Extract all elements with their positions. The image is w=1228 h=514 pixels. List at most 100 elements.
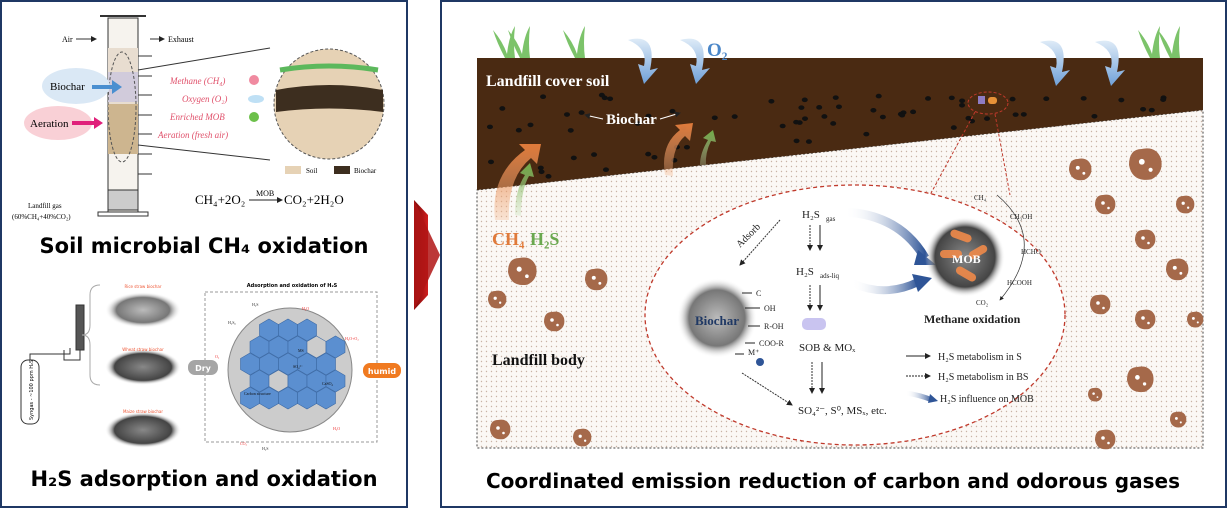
sem-label: Maize straw biochar xyxy=(123,409,163,414)
biochar-soil-label: Biochar xyxy=(606,112,657,128)
rock xyxy=(1095,429,1116,450)
biochar-particle xyxy=(1118,97,1125,103)
left-panel: Air Exhaust Biochar Aeration Landfill ga… xyxy=(0,0,408,508)
legend-mob: Enriched MOB xyxy=(169,112,225,122)
soil-magnifier xyxy=(273,48,385,160)
legend-metabolism-bs: H₂S metabolism in BS xyxy=(938,372,1028,383)
biochar-particle xyxy=(805,139,812,144)
right-panel: O₂ Landfill cover soil Biochar CH₄ H₂S L… xyxy=(440,0,1227,508)
biochar-sem-image xyxy=(677,278,757,358)
biochar-particle xyxy=(487,159,494,165)
biochar-particle xyxy=(1043,96,1050,102)
rock xyxy=(544,311,565,332)
pathway-step: HCHO xyxy=(1021,248,1041,256)
legend-influence-mob: H₂S influence on MOB xyxy=(940,394,1034,405)
cylinder-label: Syngas - ~100 ppm H₂S xyxy=(29,360,35,420)
landfill-gas-label: Landfill gas xyxy=(28,202,62,210)
rock xyxy=(1187,311,1204,328)
biochar-key-label: Biochar xyxy=(354,167,377,175)
rock-pore xyxy=(591,275,596,280)
biochar-particle xyxy=(1148,107,1155,113)
h2s-panel-title: Adsorption and oxidation of H₂S xyxy=(247,283,338,289)
h2s-liq-sub: ads-liq xyxy=(820,272,840,280)
dry-label: Dry xyxy=(195,364,212,373)
species-label: H₂S xyxy=(252,302,259,307)
species-label: H₂O+O₂ xyxy=(345,336,359,341)
rock-pore xyxy=(1075,165,1080,170)
grass-icon xyxy=(1158,26,1180,58)
legend-oxygen: Oxygen (O₂) xyxy=(182,94,227,104)
biochar-particle xyxy=(802,116,809,121)
legend-aeration: Aeration (fresh air) xyxy=(157,130,228,140)
biochar-particle xyxy=(591,152,598,157)
h2s-gas-sub: gas xyxy=(826,215,836,223)
biochar-particle xyxy=(527,122,534,128)
equation-right: CO₂+2H₂O xyxy=(284,192,344,207)
biochar-particle xyxy=(545,174,552,179)
rock-pore xyxy=(556,323,559,327)
functional-group: R-OH xyxy=(764,322,784,331)
sob-mox-label: SOB & MOₓ xyxy=(799,342,856,354)
carbon-hexagon xyxy=(325,369,346,393)
title-soil-ch4-oxidation: Soil microbial CH₄ oxidation xyxy=(40,234,369,258)
column-legend: Methane (CH₄) Oxygen (O₂) Enriched MOB A… xyxy=(157,75,264,140)
functional-group: OH xyxy=(764,304,776,313)
biochar-particle xyxy=(1140,106,1147,112)
rock-pore xyxy=(1186,206,1190,209)
species-label: H₂O xyxy=(333,426,340,431)
rock xyxy=(1176,195,1195,214)
grass-icon xyxy=(563,26,585,58)
rock xyxy=(1135,309,1156,330)
biochar-particle xyxy=(567,128,574,133)
rock-pore xyxy=(1092,392,1095,395)
biochar-particle xyxy=(540,94,547,100)
rock-pore xyxy=(498,301,502,304)
biochar-particle xyxy=(899,112,906,118)
exhaust-label: Exhaust xyxy=(168,35,195,44)
rock-pore xyxy=(578,434,582,438)
species-label: CO₂ xyxy=(240,441,248,446)
biochar-label: Biochar xyxy=(50,81,85,93)
rock-pore xyxy=(502,431,505,435)
mob-sem-image xyxy=(925,217,1005,297)
biochar-particle xyxy=(645,113,652,119)
biochar-particle xyxy=(578,110,585,115)
rock-pore xyxy=(1141,236,1145,240)
species-label: MS xyxy=(298,348,304,353)
humid-label: humid xyxy=(368,367,396,376)
rock-pore xyxy=(496,426,500,430)
rock-pore xyxy=(1148,167,1153,172)
biochar-particle xyxy=(830,121,837,126)
biochar-particle xyxy=(879,114,886,120)
species-label: O₂ xyxy=(215,354,220,359)
rock-pore xyxy=(583,439,587,442)
rock-pore xyxy=(1142,382,1147,386)
rock xyxy=(1127,366,1154,393)
pathway-step: CH₄ xyxy=(974,194,987,202)
biochar-particle xyxy=(768,98,775,104)
biochar-particle xyxy=(1012,112,1019,117)
biochar-particle xyxy=(1091,113,1098,119)
biochar-particle xyxy=(634,121,641,126)
h2s-metabolism-detail: H₂S gas H₂S ads-liq SOB & MOₓ SO₄²⁻, S⁰,… xyxy=(677,194,1041,417)
biochar-arrow xyxy=(92,80,122,94)
rock-pore xyxy=(1107,206,1110,210)
biochar-particle xyxy=(651,154,658,160)
biochar-particle xyxy=(538,169,545,175)
emission-arrows xyxy=(494,123,716,220)
rock xyxy=(585,268,608,291)
biochar-particle xyxy=(711,115,718,121)
pathway-step: CH₃OH xyxy=(1010,213,1032,221)
rock xyxy=(1129,148,1162,180)
rock-pore xyxy=(1082,171,1086,175)
title-coordinated-reduction: Coordinated emission reduction of carbon… xyxy=(486,469,1180,493)
biochar-particle xyxy=(793,138,800,144)
biochar-particle xyxy=(1080,96,1087,101)
biochar-particle xyxy=(832,95,839,100)
legend-methane: Methane (CH₄) xyxy=(169,76,225,86)
biochar-particle xyxy=(798,105,805,110)
biochar-particle xyxy=(875,93,882,99)
biochar-particle xyxy=(925,96,932,101)
equation-left: CH₄+2O₂ xyxy=(195,192,245,207)
methane-oxidation-label: Methane oxidation xyxy=(924,312,1021,326)
